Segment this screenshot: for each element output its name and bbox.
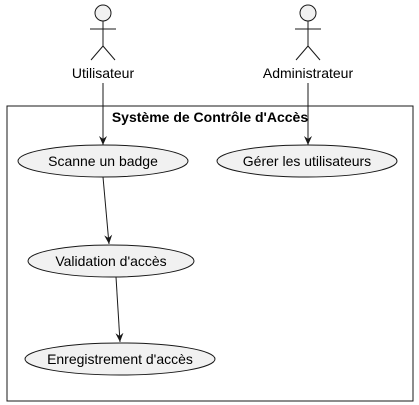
actor-utilisateur[interactable]: Utilisateur — [72, 4, 135, 81]
stick-figure-icon — [90, 4, 116, 61]
actor-administrateur[interactable]: Administrateur — [263, 4, 354, 81]
connector-validate-record — [115, 276, 124, 343]
system-boundary: Système de Contrôle d'Accès — [6, 105, 414, 402]
usecase-ellipse — [27, 244, 195, 278]
usecase-label: Enregistrement d'accès — [47, 351, 193, 367]
usecase-validate[interactable]: Validation d'accès — [27, 244, 195, 278]
connector-scan-validate — [102, 176, 113, 245]
system-title: Système de Contrôle d'Accès — [112, 109, 309, 125]
usecase-record[interactable]: Enregistrement d'accès — [24, 342, 216, 376]
system-boundary-frame — [6, 105, 414, 402]
usecase-label: Gérer les utilisateurs — [243, 153, 371, 169]
connectors — [99, 83, 312, 343]
stick-figure-icon — [295, 4, 321, 61]
usecase-manage[interactable]: Gérer les utilisateurs — [216, 144, 398, 178]
usecase-ellipse — [24, 342, 216, 376]
usecase-scan[interactable]: Scanne un badge — [17, 144, 189, 178]
usecase-label: Validation d'accès — [55, 253, 166, 269]
usecase-ellipse — [216, 144, 398, 178]
usecase-ellipse — [17, 144, 189, 178]
usecase-label: Scanne un badge — [48, 153, 158, 169]
actor-label: Administrateur — [263, 65, 354, 81]
actor-label: Utilisateur — [72, 65, 135, 81]
